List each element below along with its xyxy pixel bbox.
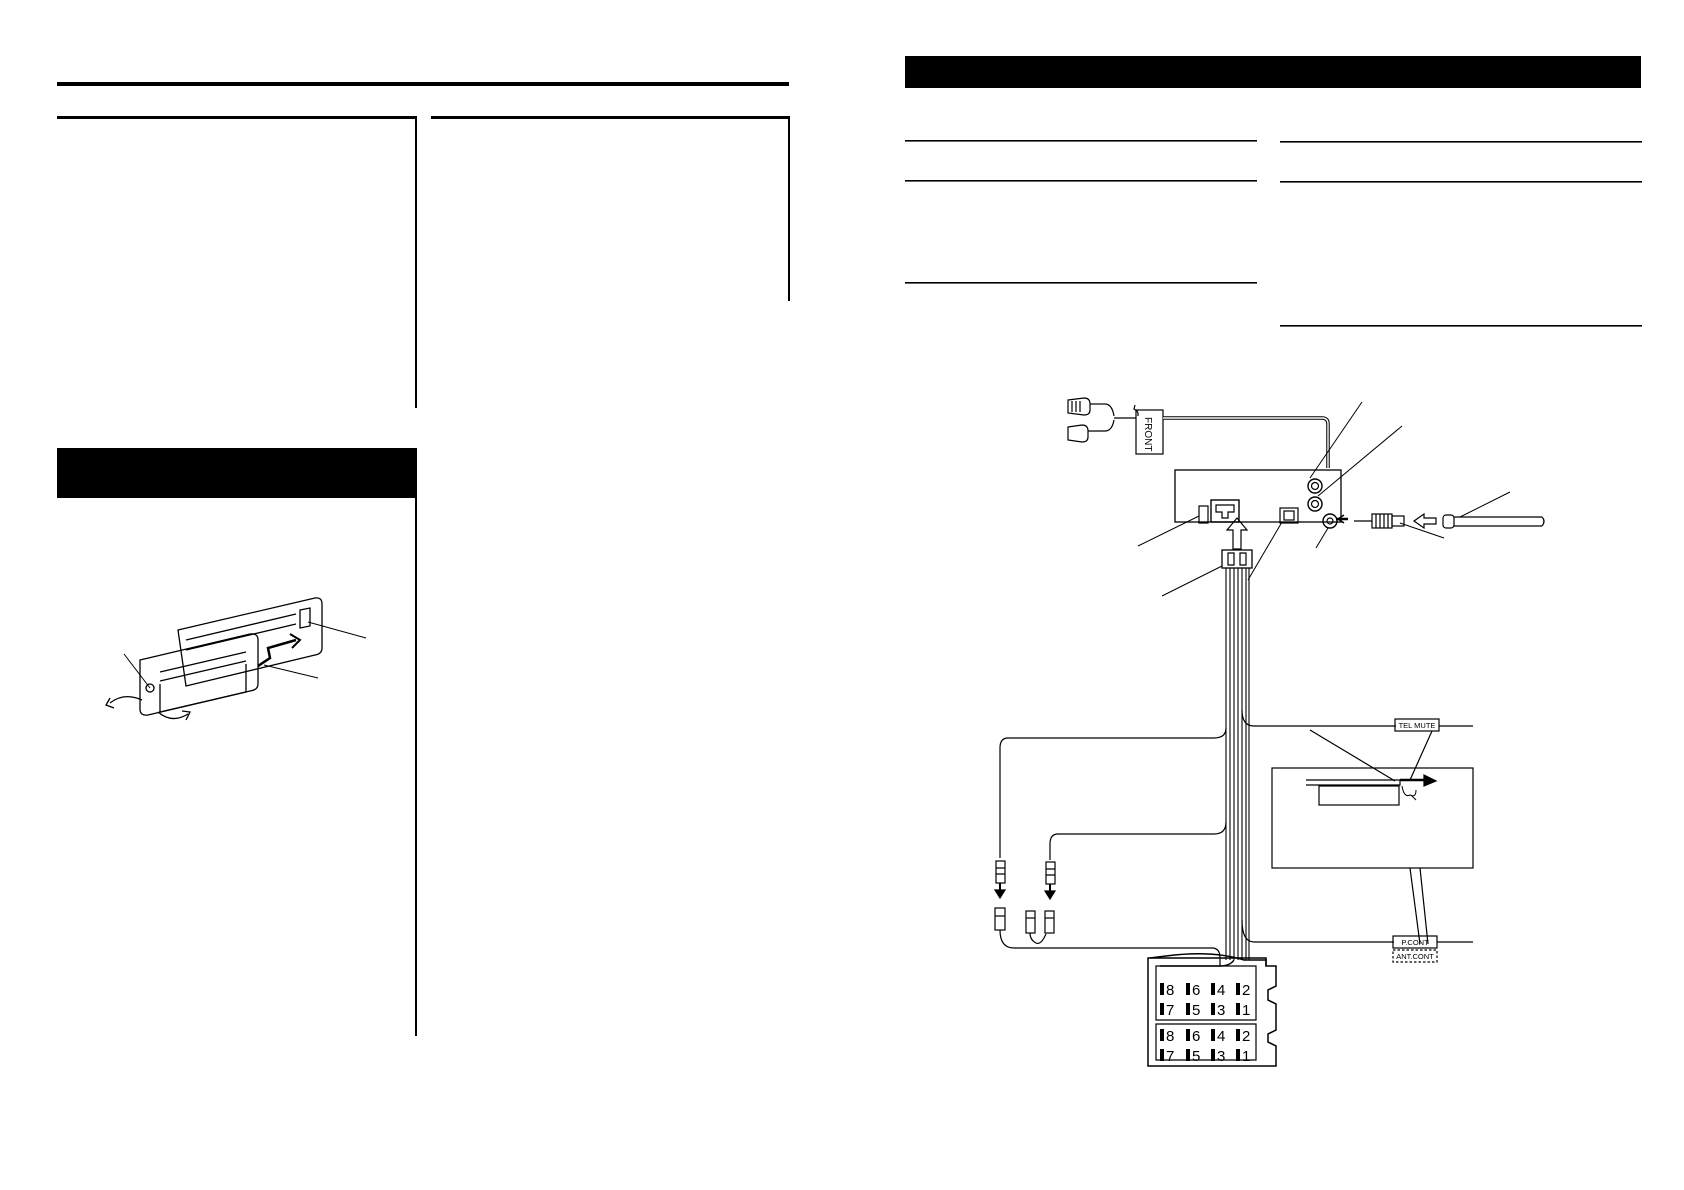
pin-number: 4 [1217,1028,1225,1045]
antenna-adapter [1371,513,1405,529]
pin-number: 6 [1192,1028,1200,1045]
left-page [57,82,790,1036]
front-rca-cable-upper [1067,397,1105,416]
callout-leaders [1137,401,1511,597]
swing-arrow-right-icon [157,711,189,720]
ant-cont-label: ANT.CONT [1396,952,1434,961]
p-cont-label: P.CONT [1401,938,1429,947]
front-rca-cable-lower [1067,424,1105,443]
pin-number: 5 [1192,1048,1200,1065]
system-connector-port [1279,507,1299,524]
section-rules-right [1280,141,1642,327]
tel-mute-wire [1241,709,1396,727]
left-page-header-rule [57,82,789,86]
preout-cable-to-unit [1163,416,1330,468]
pin-number: 4 [1217,982,1225,999]
wiring-diagram: FRONT [993,397,1545,1067]
section-rules-left [905,140,1257,284]
pin-number: 2 [1242,1028,1250,1045]
pin-number: 8 [1166,982,1174,999]
leader-line [263,664,319,679]
front-label: FRONT [1142,417,1153,451]
tel-mute-label: TEL MUTE [1399,721,1436,730]
harness-insert-arrow-icon [1225,517,1249,550]
iso-pin-markers [1160,983,1240,1061]
swing-arrow-left-icon [109,696,143,704]
rear-preout-wire-outer [999,727,1227,858]
pin-number: 6 [1192,982,1200,999]
car-side-socket-inner [1044,910,1055,934]
p-cont-tag: P.CONT [1392,935,1438,949]
antenna-cable [1442,514,1545,529]
pin-number: 3 [1217,1048,1225,1065]
section-column-divider [415,498,417,1036]
antenna-jack [1322,513,1338,529]
rear-preout-wire-inner [1049,821,1227,860]
left-column-frame [57,116,417,408]
front-label-tag: FRONT [1135,409,1164,455]
unit-body-outline [177,597,323,687]
pin-number: 2 [1242,982,1250,999]
section-heading-bar [57,448,417,498]
wire-note-box [1271,729,1474,945]
harness-plug [1221,549,1253,569]
faceplate-outline [139,633,259,716]
iso-pin-numbers: 8 6 4 2 7 5 3 1 8 6 4 2 7 5 3 1 [1166,982,1250,1065]
pin-number: 1 [1242,1002,1250,1019]
leader-line [123,653,151,689]
head-unit-rear [1174,469,1342,529]
right-column-frame [431,116,790,301]
ant-cont-tag: ANT.CONT [1392,949,1438,963]
rca-jack-upper [1307,478,1323,494]
rca-jack-lower [1307,496,1323,512]
faceplate-removal-illustration [105,597,367,721]
wire-bundle [1225,568,1250,960]
tel-mute-tag: TEL MUTE [1394,718,1440,732]
insert-arrow-icon [1412,512,1437,530]
pin-number: 7 [1166,1048,1174,1065]
pin-number: 1 [1242,1048,1250,1065]
pin-number: 7 [1166,1002,1174,1019]
rca-cable-merge [1104,403,1115,432]
iso-connector [1147,953,1277,1067]
right-page-heading-bar [905,56,1641,88]
pin-number: 8 [1166,1028,1174,1045]
car-side-socket-middle [1025,910,1047,945]
pin-number: 3 [1217,1002,1225,1019]
pin-number: 5 [1192,1002,1200,1019]
wire-plug-inner [1043,861,1057,901]
wire-plug-outer [993,860,1007,900]
right-page [905,56,1642,327]
power-control-wire [1241,919,1394,943]
release-arrow [257,638,297,668]
leader-line [307,621,367,639]
